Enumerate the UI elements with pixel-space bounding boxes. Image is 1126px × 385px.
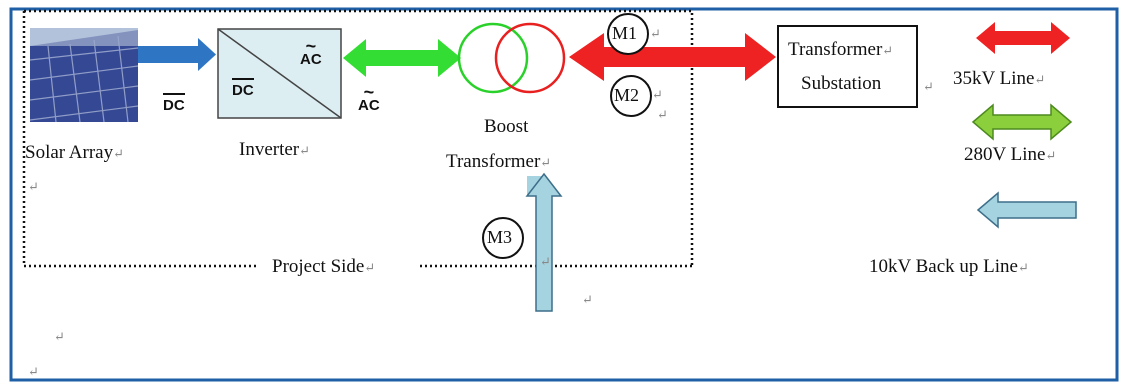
- dc-label-solar: DC: [163, 93, 185, 113]
- meter-m2-circle: [610, 75, 652, 117]
- paragraph-mark: ↵: [650, 26, 661, 41]
- meter-m2-label: M2: [614, 85, 640, 105]
- substation-label-line1: Transformer↵: [788, 39, 894, 60]
- meter-m1-circle: [607, 13, 649, 55]
- solar-array-label: Solar Array↵: [25, 142, 125, 163]
- meter-m3-circle: [482, 217, 524, 259]
- paragraph-mark: ↵: [28, 179, 39, 194]
- paragraph-mark: ↵: [540, 254, 551, 269]
- legend-10kv-label: 10kV Back up Line↵: [869, 256, 1029, 277]
- paragraph-mark: ↵: [54, 329, 65, 344]
- ac-label-output: ~ AC: [358, 82, 380, 114]
- outer-frame: [9, 7, 1119, 382]
- paragraph-mark: ↵: [582, 292, 593, 307]
- project-side-boundary: [22, 9, 694, 268]
- dc-arrow: [138, 38, 216, 71]
- boost-transformer-label-line1: Boost: [484, 116, 529, 137]
- inverter-box: [217, 28, 342, 119]
- inverter-label: Inverter↵: [239, 139, 311, 160]
- project-side-label: Project Side↵: [272, 256, 376, 277]
- ac-wave-icon: ~: [363, 82, 375, 102]
- meter-m1-label: M1: [612, 23, 638, 43]
- boost-transformer-label-line2: Transformer↵: [446, 151, 552, 172]
- legend-280v-arrow: [971, 103, 1073, 141]
- transformer-primary-coil: [457, 22, 529, 94]
- substation-box: [777, 25, 918, 108]
- paragraph-mark: ↵: [28, 364, 39, 379]
- paragraph-mark: ↵: [652, 87, 663, 102]
- dc-label-inverter: DC: [232, 78, 254, 98]
- legend-35kv-arrow: [976, 22, 1070, 54]
- meter-m3-label: M3: [487, 227, 513, 247]
- ac-arrow: [343, 39, 461, 77]
- legend-10kv-arrow: [976, 191, 1077, 229]
- paragraph-mark: ↵: [923, 79, 934, 94]
- dc-bar: [232, 78, 254, 80]
- backup-line-arrow: [525, 172, 563, 312]
- dc-bar: [163, 93, 185, 95]
- substation-label-line2: Substation: [801, 73, 882, 94]
- legend-280v-label: 280V Line↵: [964, 144, 1057, 165]
- paragraph-mark: ↵: [657, 107, 668, 122]
- transformer-secondary-coil: [494, 22, 566, 94]
- ac-label-inverter: ~ AC: [300, 36, 322, 68]
- line-35kv-arrow: [569, 33, 776, 81]
- solar-panel-image: [29, 28, 139, 123]
- legend-35kv-label: 35kV Line↵: [953, 68, 1046, 89]
- ac-wave-icon: ~: [305, 36, 317, 56]
